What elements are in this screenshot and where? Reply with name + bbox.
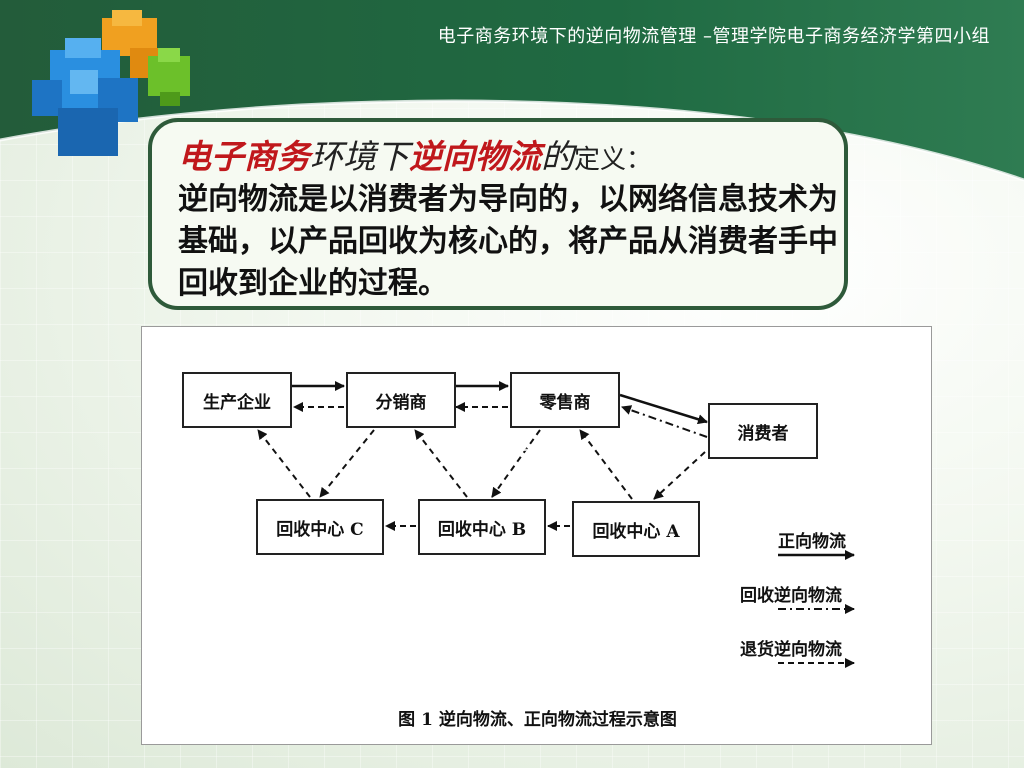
title-reverse-logistics: 逆向物流	[409, 137, 541, 176]
arrow-centera-retailer	[579, 429, 633, 500]
definition-title: 电子商务环境下逆向物流的定义：	[178, 136, 844, 181]
node-producer: 生产企业	[182, 372, 292, 428]
legend-recycle-label: 回收逆向物流	[740, 586, 842, 606]
node-recycle-center-b: 回收中心 B	[418, 499, 546, 555]
logistics-diagram: 生产企业 分销商 零售商 消费者 回收中心 C 回收中心 B 回收中心 A 正向…	[141, 326, 932, 745]
node-distributor: 分销商	[346, 372, 456, 428]
diagram-arrows	[257, 381, 855, 668]
arrow-consumer-centera	[653, 451, 706, 500]
node-recycle-center-a: 回收中心 A	[572, 501, 700, 557]
arrow-distributor-centerc	[319, 429, 375, 498]
definition-box: 电子商务环境下逆向物流的定义： 逆向物流是以消费者为导向的，以网络信息技术为基础…	[148, 118, 848, 310]
legend-forward-label: 正向物流	[778, 532, 846, 552]
arrow-centerc-producer	[257, 429, 311, 498]
title-definition: 定义：	[574, 145, 653, 175]
node-retailer: 零售商	[510, 372, 620, 428]
placeholder-text-2: Text	[484, 625, 528, 650]
placeholder-text-1: Text	[484, 431, 528, 456]
arrow-centerb-distributor	[414, 429, 468, 498]
legend-return-label: 退货逆向物流	[740, 640, 842, 660]
title-of: 的	[541, 137, 574, 176]
header-title: 电子商务环境下的逆向物流管理 –管理学院电子商务经济学第四小组	[437, 26, 990, 47]
arrow-consumer-retailer	[621, 405, 708, 438]
diagram-caption: 图 1 逆向物流、正向物流过程示意图	[398, 710, 677, 730]
title-environment: 环境下	[310, 137, 409, 176]
definition-body: 逆向物流是以消费者为导向的，以网络信息技术为基础，以产品回收为核心的，将产品从消…	[178, 182, 838, 301]
arrow-retailer-consumer	[619, 393, 708, 425]
node-consumer: 消费者	[708, 403, 818, 459]
puzzle-cubes-logo	[32, 10, 190, 156]
title-ecommerce: 电子商务	[178, 137, 310, 176]
arrow-retailer-centerb	[491, 429, 541, 498]
node-recycle-center-c: 回收中心 C	[256, 499, 384, 555]
